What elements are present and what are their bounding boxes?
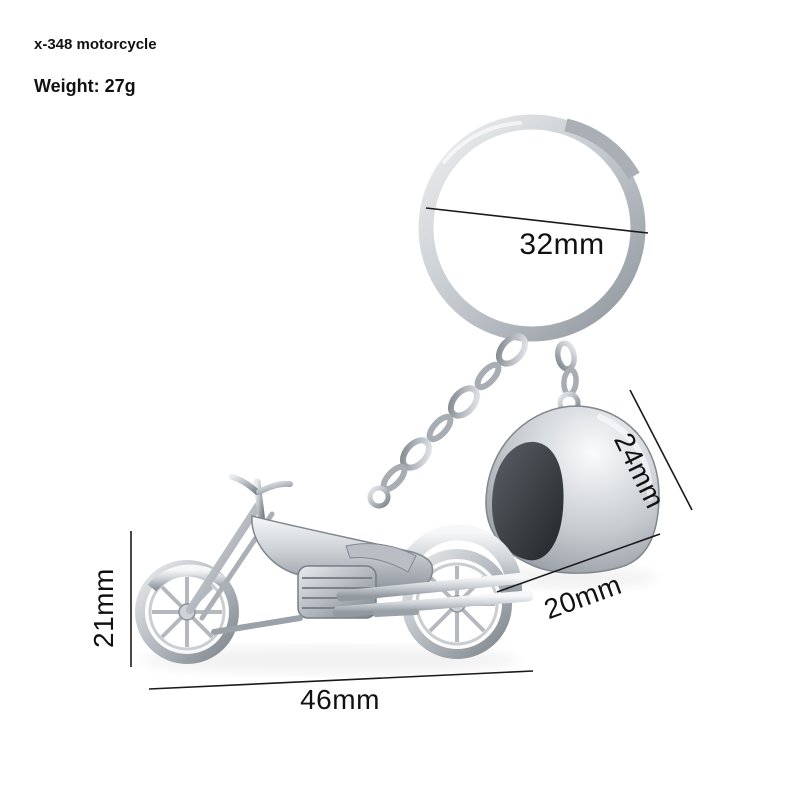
- keyring: [418, 114, 646, 342]
- seat: [345, 543, 417, 573]
- keyring-split-overlap: [564, 118, 640, 180]
- dimension-line-bike-length: [148, 670, 534, 690]
- helmet-chain: [555, 340, 579, 397]
- exhaust-pipes: [332, 572, 534, 618]
- dimension-lines: [130, 207, 693, 690]
- helmet-opening: [492, 441, 564, 561]
- dimension-label-motorcycle-length: 46mm: [300, 684, 380, 715]
- dimension-line-helmet-height: [629, 389, 693, 511]
- fuel-tank: [251, 515, 434, 589]
- chain: [367, 333, 529, 509]
- dimension-label-motorcycle-height: 21mm: [88, 568, 119, 648]
- helmet-charm: [485, 391, 660, 574]
- helmet-highlight: [597, 414, 654, 501]
- front-fender: [147, 564, 228, 592]
- motorcycle-charm: [135, 474, 534, 664]
- dimension-line-ring: [425, 207, 649, 234]
- dimension-line-helmet-width: [496, 533, 661, 593]
- product-code: x-348 motorcycle: [34, 36, 157, 53]
- lower-frame: [211, 609, 419, 635]
- soft-shadows: [140, 567, 657, 674]
- handlebar: [229, 474, 293, 495]
- dimension-label-ring: 32mm: [519, 228, 605, 261]
- product-weight: Weight: 27g: [34, 76, 136, 96]
- keyring-highlight: [442, 121, 522, 164]
- chain-end-link: [367, 485, 391, 509]
- keyring-wire: [418, 114, 646, 342]
